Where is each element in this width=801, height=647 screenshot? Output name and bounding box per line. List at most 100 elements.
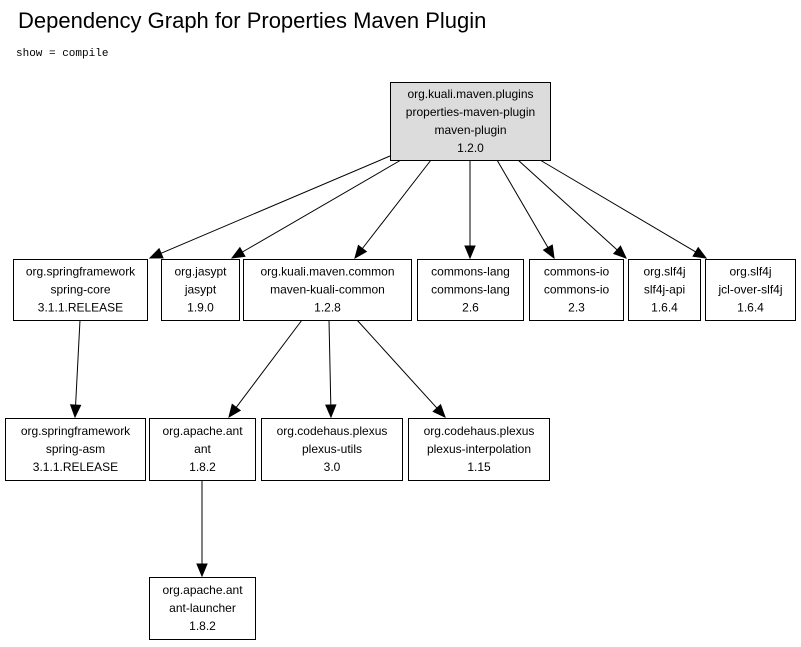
node-version-label: 2.6 xyxy=(462,301,479,315)
edge-kuali-common-to-ant xyxy=(228,319,303,419)
edge-line xyxy=(75,319,81,406)
node-commons-lang[interactable]: commons-lang commons-lang 2.6 xyxy=(417,259,524,321)
node-box xyxy=(529,259,624,321)
arrowhead-icon xyxy=(464,245,476,260)
node-artifact-label: jasypt xyxy=(184,283,217,297)
edge-line xyxy=(496,159,549,248)
node-box xyxy=(417,259,524,321)
node-box xyxy=(149,577,256,640)
node-plexus-interpolation[interactable]: org.codehaus.plexus plexus-interpolation 1… xyxy=(408,418,550,481)
node-version-label: 3.0 xyxy=(324,460,341,474)
node-artifact-label: commons-lang xyxy=(431,283,510,297)
node-box xyxy=(628,259,701,321)
node-root[interactable]: org.kuali.maven.plugins properties-maven-… xyxy=(390,82,551,161)
arrowhead-icon xyxy=(196,563,208,578)
node-artifact-label: ant xyxy=(194,442,211,456)
arrowhead-icon xyxy=(69,404,82,419)
node-artifact-label: spring-asm xyxy=(46,442,105,456)
edge-root-to-spring-core xyxy=(148,155,391,259)
node-group-label: org.codehaus.plexus xyxy=(424,424,535,438)
node-version-label: 3.1.1.RELEASE xyxy=(33,460,118,474)
node-group-label: org.codehaus.plexus xyxy=(277,424,388,438)
node-artifact-label: spring-core xyxy=(50,283,110,297)
node-artifact-label: plexus-interpolation xyxy=(427,442,531,456)
arrowhead-icon xyxy=(228,403,242,419)
node-box xyxy=(149,418,256,481)
node-slf4j-api[interactable]: org.slf4j slf4j-api 1.6.4 xyxy=(628,259,701,321)
node-box xyxy=(5,418,146,481)
node-artifact-label: properties-maven-plugin xyxy=(406,105,535,119)
edge-spring-core-to-spring-asm xyxy=(69,319,82,419)
node-version-label: 1.8.2 xyxy=(189,460,216,474)
node-artifact-label: slf4j-api xyxy=(644,283,685,297)
edge-ant-to-ant-launcher xyxy=(196,480,208,578)
edge-line xyxy=(356,319,438,409)
arrowhead-icon xyxy=(432,403,446,418)
node-version-label: 2.3 xyxy=(568,301,585,315)
node-ant[interactable]: org.apache.ant ant 1.8.2 xyxy=(149,418,256,481)
node-group-label: org.jasypt xyxy=(174,265,227,279)
node-artifact-label: commons-io xyxy=(544,283,610,297)
node-group-label: org.apache.ant xyxy=(162,424,243,438)
node-jasypt[interactable]: org.jasypt jasypt 1.9.0 xyxy=(161,259,240,321)
edge-line xyxy=(235,319,303,408)
arrowhead-icon xyxy=(542,244,555,260)
edge-line xyxy=(517,159,618,251)
node-plexus-utils[interactable]: org.codehaus.plexus plexus-utils 3.0 xyxy=(261,418,403,481)
node-artifact-label: jcl-over-slf4j xyxy=(717,283,782,297)
node-version-label: 1.9.0 xyxy=(187,301,214,315)
edge-root-to-jasypt xyxy=(230,159,402,259)
arrowhead-icon xyxy=(230,246,246,259)
node-group-label: commons-io xyxy=(544,265,610,279)
page-title: Dependency Graph for Properties Maven Pl… xyxy=(18,8,487,33)
node-version-label: 1.6.4 xyxy=(737,301,764,315)
node-box xyxy=(408,418,550,481)
node-group-label: org.slf4j xyxy=(643,265,685,279)
node-group-label: org.slf4j xyxy=(729,265,771,279)
edges-layer xyxy=(69,155,708,578)
node-box xyxy=(161,259,240,321)
node-version-label: 3.1.1.RELEASE xyxy=(38,301,123,315)
node-artifact-label: ant-launcher xyxy=(169,601,236,615)
node-box xyxy=(390,82,551,161)
node-type-label: maven-plugin xyxy=(434,123,506,137)
node-version-label: 1.15 xyxy=(467,460,491,474)
edge-line xyxy=(242,159,402,253)
node-group-label: org.springframework xyxy=(21,424,131,438)
node-artifact-label: maven-kuali-common xyxy=(270,283,385,297)
node-spring-core[interactable]: org.springframework spring-core 3.1.1.RELE… xyxy=(13,259,148,321)
edge-root-to-slf4j-api xyxy=(517,159,627,259)
node-group-label: org.apache.ant xyxy=(162,583,243,597)
node-spring-asm[interactable]: org.springframework spring-asm 3.1.1.RELEA… xyxy=(5,418,146,481)
edge-root-to-commons-io xyxy=(496,159,555,260)
node-kuali-common[interactable]: org.kuali.maven.common maven-kuali-common… xyxy=(243,259,412,321)
arrowhead-icon xyxy=(612,245,627,259)
edge-kuali-common-to-plexus-utils xyxy=(325,319,337,419)
edge-line xyxy=(328,319,332,406)
scope-filter-label: show = compile xyxy=(16,48,109,60)
arrowhead-icon xyxy=(148,247,164,259)
edge-line xyxy=(160,155,391,254)
node-artifact-label: plexus-utils xyxy=(302,442,362,456)
node-group-label: org.kuali.maven.common xyxy=(260,265,394,279)
node-group-label: org.springframework xyxy=(26,265,136,279)
node-commons-io[interactable]: commons-io commons-io 2.3 xyxy=(529,259,624,321)
node-group-label: commons-lang xyxy=(431,265,510,279)
arrowhead-icon xyxy=(354,244,368,260)
node-version-label: 1.8.2 xyxy=(189,619,216,633)
edge-line xyxy=(362,159,432,249)
node-box xyxy=(243,259,412,321)
edge-root-to-commons-lang xyxy=(464,160,476,260)
node-version-label: 1.2.0 xyxy=(457,141,484,155)
edge-root-to-jcl-over-slf4j xyxy=(539,159,708,259)
node-group-label: org.kuali.maven.plugins xyxy=(407,87,533,101)
arrowhead-icon xyxy=(325,404,337,419)
node-jcl-over-slf4j[interactable]: org.slf4j jcl-over-slf4j 1.6.4 xyxy=(705,259,796,321)
node-ant-launcher[interactable]: org.apache.ant ant-launcher 1.8.2 xyxy=(149,577,256,640)
nodes-layer: org.kuali.maven.plugins properties-maven-… xyxy=(5,82,796,640)
node-version-label: 1.6.4 xyxy=(651,301,678,315)
node-box xyxy=(261,418,403,481)
node-box xyxy=(13,259,148,321)
edge-root-to-kuali-common xyxy=(354,159,432,260)
